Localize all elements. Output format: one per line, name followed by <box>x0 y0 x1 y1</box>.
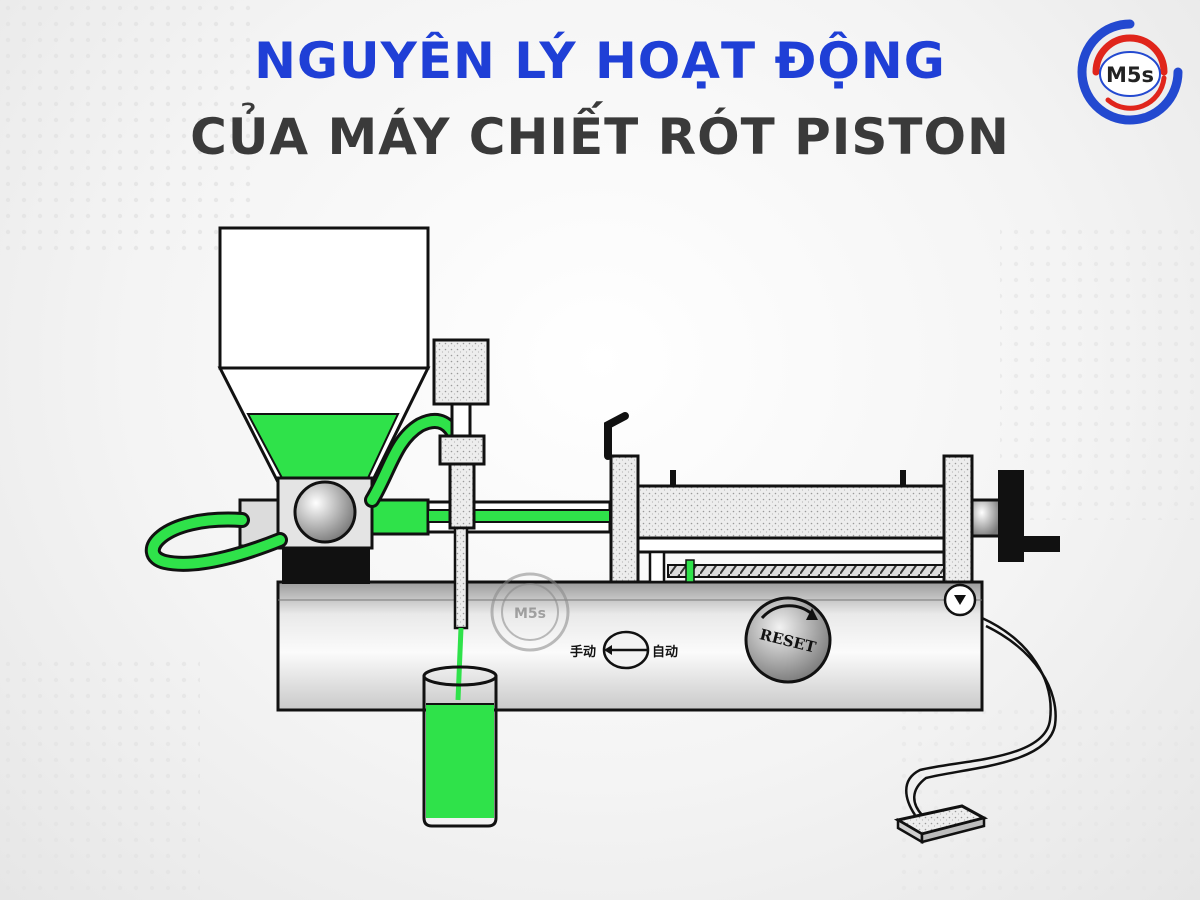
liquid-stream <box>455 627 464 701</box>
pedal-cable <box>905 616 1057 816</box>
page-subtitle: CỦA MÁY CHIẾT RÓT PISTON <box>190 108 1010 166</box>
reset-knob[interactable]: RESET <box>744 596 832 684</box>
page-title: NGUYÊN LÝ HOẠT ĐỘNG <box>254 32 946 90</box>
filling-nozzle <box>432 338 490 701</box>
filling-glass <box>422 665 498 828</box>
foot-pedal[interactable] <box>893 804 989 845</box>
mode-switch-auto-label: 自动 <box>652 644 678 660</box>
power-indicator-button[interactable] <box>943 583 977 617</box>
body-watermark: M5s <box>490 572 570 652</box>
m5s-logo: M5s <box>1077 19 1183 125</box>
mode-switch-manual-label: 手动 <box>570 644 596 660</box>
glass-liquid <box>426 704 494 818</box>
liquid-hoses <box>144 412 464 572</box>
adjustment-handwheel <box>970 470 1060 562</box>
mode-switch[interactable]: 手动 自动 <box>570 630 678 670</box>
piston-cylinder <box>604 412 974 584</box>
valve-support-block <box>282 546 370 584</box>
logo-text: M5s <box>1106 63 1154 87</box>
watermark-text: M5s <box>514 606 546 622</box>
